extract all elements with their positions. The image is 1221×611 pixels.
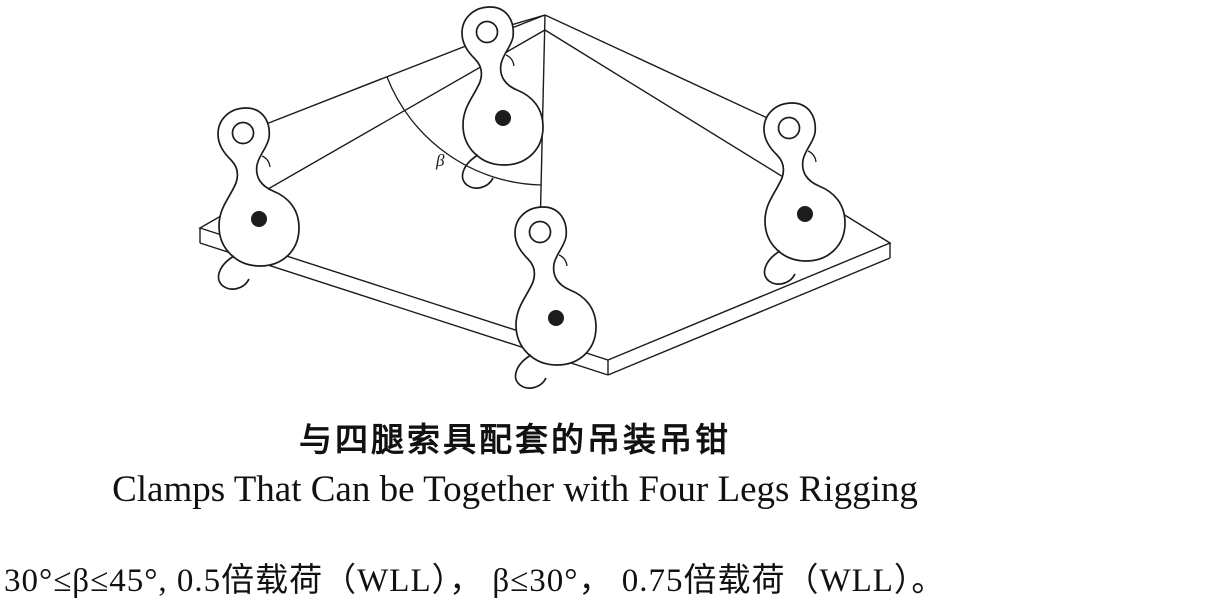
plate-clamp-left [217, 107, 300, 290]
figure-title-zh: 与四腿索具配套的吊装吊钳 [299, 420, 731, 459]
load-spec-line: 30°≤β≤45°, 0.5倍载荷（WLL）， β≤30°， 0.75倍载荷（W… [4, 563, 946, 599]
caption-block: 与四腿索具配套的吊装吊钳 Clamps That Can be Together… [0, 420, 1030, 511]
rigging-diagram: β [0, 6, 1221, 389]
beta-angle-label: β [435, 151, 445, 170]
angle-arc [387, 77, 541, 185]
angle-beta: β [387, 77, 541, 185]
plate-bottom-front-right [608, 258, 890, 375]
figure-area: β [0, 6, 1221, 389]
sling-leg-right [545, 15, 789, 128]
figure-title-en: Clamps That Can be Together with Four Le… [112, 468, 918, 510]
